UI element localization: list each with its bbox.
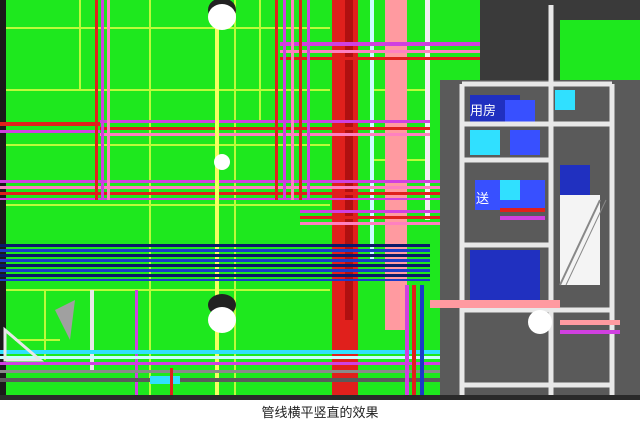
top-horizontal-pipes [0, 42, 550, 225]
room-label-mid: 送 [476, 192, 489, 207]
vertical-thin-pipes [90, 0, 310, 400]
triangle-marker [3, 326, 45, 362]
red-vertical-secondary [345, 0, 353, 320]
room-label-top: 用房 [470, 103, 496, 119]
white-vertical-pipe [425, 0, 430, 220]
bim-pipeline-render: 用房 送 [0, 0, 640, 400]
blue-duct-bundle [0, 244, 430, 281]
shaft-rooms [470, 90, 607, 300]
pink-vertical-duct [385, 0, 407, 330]
bottom-pipes [0, 285, 460, 400]
bottom-border [0, 395, 640, 400]
shaft-branch-pipes [430, 208, 620, 334]
upper-right-green [560, 20, 640, 80]
figure-caption: 管线横平竖直的效果 [261, 406, 379, 421]
gray-wedge [55, 300, 75, 340]
shaft-frame [459, 5, 615, 395]
